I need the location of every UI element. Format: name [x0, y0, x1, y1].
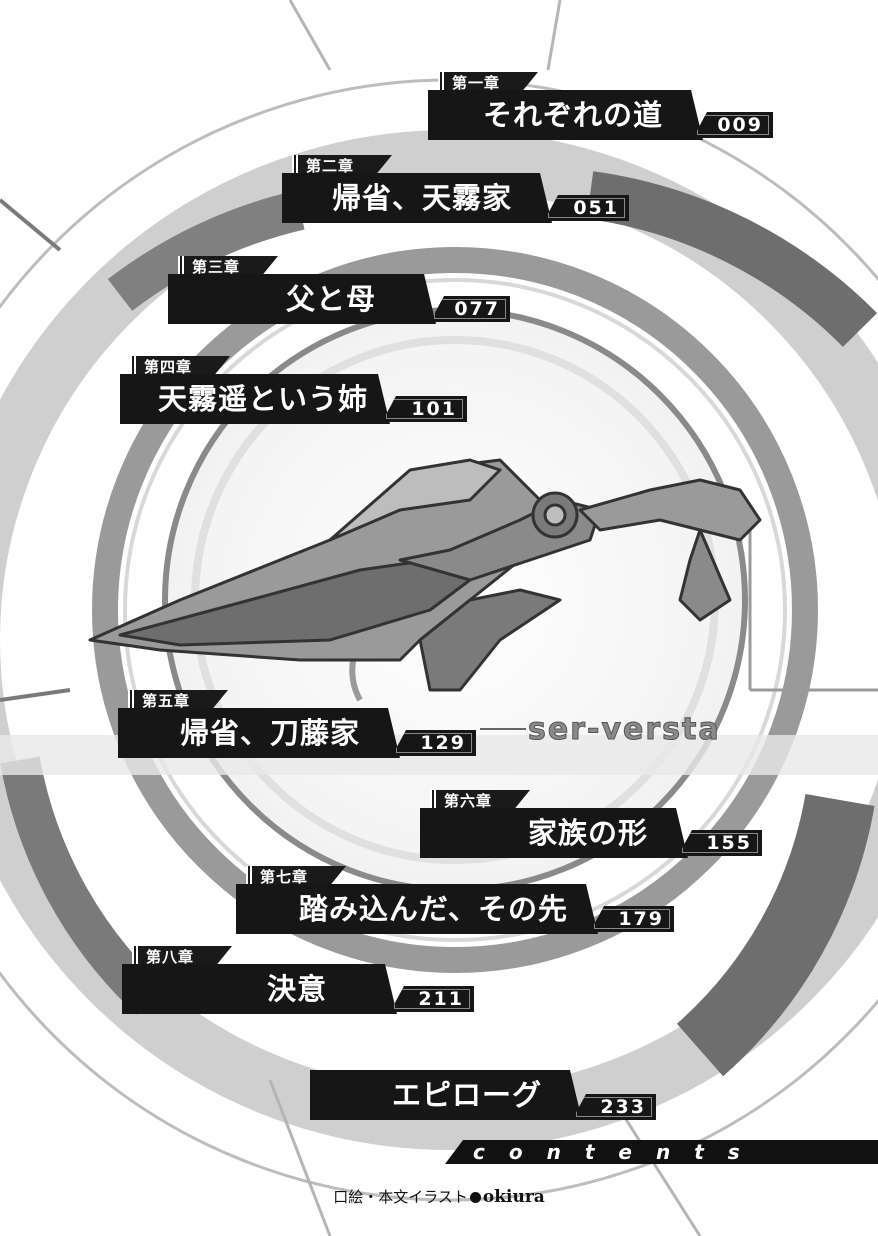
- chapter-6-title: 家族の形: [420, 808, 688, 858]
- chapter-7-entry[interactable]: 第七章 踏み込んだ、その先 179: [236, 866, 676, 946]
- chapter-8-page: 211: [390, 986, 474, 1012]
- chapter-1-title: それぞれの道: [428, 90, 703, 140]
- contents-label: contents: [473, 1140, 764, 1164]
- chapter-8-title: 決意: [122, 964, 397, 1014]
- chapter-4-title: 天霧遥という姉: [120, 374, 390, 424]
- chapter-6-entry[interactable]: 第六章 家族の形 155: [420, 790, 765, 870]
- epilogue-page: 233: [572, 1094, 656, 1120]
- chapter-1-label: 第一章: [438, 72, 538, 94]
- chapter-8-label: 第八章: [132, 946, 232, 968]
- chapter-4-label: 第四章: [130, 356, 230, 378]
- chapter-7-page: 179: [590, 906, 674, 932]
- chapter-5-entry[interactable]: 第五章 帰省、刀藤家 129: [118, 690, 478, 770]
- chapter-3-title: 父と母: [168, 274, 436, 324]
- chapter-6-page: 155: [678, 830, 762, 856]
- chapter-5-label: 第五章: [128, 690, 228, 712]
- chapter-2-title: 帰省、天霧家: [282, 173, 552, 223]
- chapter-5-page: 129: [392, 730, 476, 756]
- illustration-credit: 口絵・本文イラスト okiura: [0, 1186, 878, 1207]
- epilogue-entry[interactable]: エピローグ 233: [310, 1050, 660, 1130]
- chapter-5-title: 帰省、刀藤家: [118, 708, 400, 758]
- chapter-4-entry[interactable]: 第四章 天霧遥という姉 101: [120, 356, 470, 436]
- chapter-3-label: 第三章: [178, 256, 278, 278]
- chapter-3-page: 077: [430, 296, 510, 322]
- chapter-6-label: 第六章: [430, 790, 530, 812]
- weapon-logo: ser-versta: [528, 712, 721, 748]
- chapter-7-label: 第七章: [246, 866, 346, 888]
- chapter-4-page: 101: [382, 396, 467, 422]
- chapter-1-page: 009: [693, 112, 773, 138]
- weapon-illustration: [88, 458, 762, 692]
- bullet-icon: [469, 1192, 481, 1203]
- chapter-3-entry[interactable]: 第三章 父と母 077: [168, 256, 513, 336]
- chapter-2-label: 第二章: [292, 155, 392, 177]
- epilogue-title: エピローグ: [310, 1070, 582, 1120]
- credit-prefix: 口絵・本文イラスト: [333, 1188, 468, 1206]
- contents-banner: contents: [445, 1140, 878, 1164]
- chapter-2-entry[interactable]: 第二章 帰省、天霧家 051: [282, 155, 632, 235]
- chapter-8-entry[interactable]: 第八章 決意 211: [122, 946, 477, 1026]
- chapter-1-entry[interactable]: 第一章 それぞれの道 009: [428, 72, 773, 152]
- weapon-logo-line: [480, 728, 526, 730]
- chapter-2-page: 051: [544, 195, 629, 221]
- chapter-7-title: 踏み込んだ、その先: [236, 884, 598, 934]
- credit-name: okiura: [482, 1187, 545, 1207]
